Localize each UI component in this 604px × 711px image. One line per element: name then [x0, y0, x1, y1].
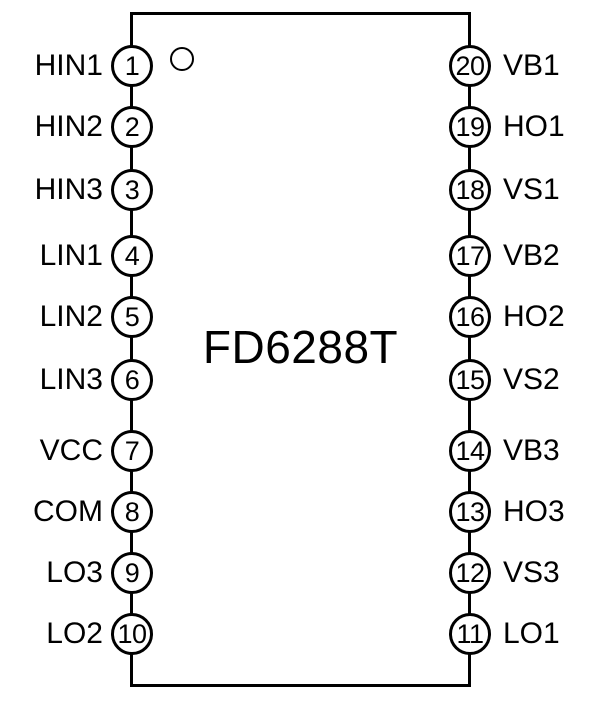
- pin-circle-3: 3: [111, 169, 153, 211]
- pin-number-8: 8: [124, 496, 140, 527]
- pin-label-lin1: LIN1: [39, 239, 103, 272]
- pin-label-com: COM: [33, 495, 103, 528]
- pin-number-13: 13: [455, 496, 485, 527]
- pin-number-1: 1: [124, 50, 140, 81]
- pin-circle-18: 18: [449, 169, 491, 211]
- pin-label-ho2: HO2: [503, 300, 565, 333]
- pin-number-5: 5: [124, 301, 140, 332]
- pin-label-hin2: HIN2: [34, 110, 103, 143]
- pin-label-lin3: LIN3: [39, 363, 103, 396]
- pin-circle-12: 12: [449, 552, 491, 594]
- pin-circle-1: 1: [111, 45, 153, 87]
- pin-number-17: 17: [455, 240, 485, 271]
- pin-circle-11: 11: [449, 613, 491, 655]
- pin-label-hin3: HIN3: [34, 173, 103, 206]
- pin-circle-15: 15: [449, 359, 491, 401]
- pin-number-20: 20: [455, 50, 485, 81]
- chip-body: [130, 12, 471, 687]
- pin-circle-6: 6: [111, 359, 153, 401]
- pin-circle-13: 13: [449, 491, 491, 533]
- pin-number-14: 14: [455, 435, 485, 466]
- pin-label-vb2: VB2: [503, 239, 560, 272]
- pin-number-18: 18: [455, 174, 485, 205]
- pin-circle-17: 17: [449, 235, 491, 277]
- pin-number-15: 15: [455, 364, 485, 395]
- pin-label-vb3: VB3: [503, 434, 560, 467]
- pin-circle-4: 4: [111, 235, 153, 277]
- pin-label-ho1: HO1: [503, 110, 565, 143]
- pin-number-11: 11: [456, 618, 484, 649]
- pin-label-vs2: VS2: [503, 363, 560, 396]
- pin-label-ho3: HO3: [503, 495, 565, 528]
- pin-number-4: 4: [124, 240, 140, 271]
- pin-circle-10: 10: [111, 613, 153, 655]
- chip-title: FD6288T: [202, 321, 399, 373]
- pin-number-16: 16: [455, 301, 485, 332]
- pin-number-7: 7: [124, 435, 140, 466]
- pin-label-lo2: LO2: [46, 617, 103, 650]
- pin-number-3: 3: [124, 174, 140, 205]
- pin-circle-7: 7: [111, 430, 153, 472]
- pin-circle-2: 2: [111, 106, 153, 148]
- pin-label-vb1: VB1: [503, 49, 560, 82]
- pin-label-lo1: LO1: [503, 617, 560, 650]
- pin-number-9: 9: [124, 557, 140, 588]
- pin-number-19: 19: [455, 111, 485, 142]
- pin-number-10: 10: [117, 618, 147, 649]
- pin-circle-20: 20: [449, 45, 491, 87]
- pin-circle-9: 9: [111, 552, 153, 594]
- pin-circle-14: 14: [449, 430, 491, 472]
- pin-label-lo3: LO3: [46, 556, 103, 589]
- pin-number-2: 2: [124, 111, 140, 142]
- pin-label-vs3: VS3: [503, 556, 560, 589]
- pin-circle-5: 5: [111, 296, 153, 338]
- pin-label-lin2: LIN2: [39, 300, 103, 333]
- pin-circle-16: 16: [449, 296, 491, 338]
- pin-number-6: 6: [124, 364, 140, 395]
- pin-circle-8: 8: [111, 491, 153, 533]
- pin-label-hin1: HIN1: [34, 49, 103, 82]
- pin-label-vs1: VS1: [503, 173, 560, 206]
- pin-label-vcc: VCC: [39, 434, 103, 467]
- pin-circle-19: 19: [449, 106, 491, 148]
- pin-number-12: 12: [455, 557, 485, 588]
- pin1-indicator-icon: [170, 47, 194, 71]
